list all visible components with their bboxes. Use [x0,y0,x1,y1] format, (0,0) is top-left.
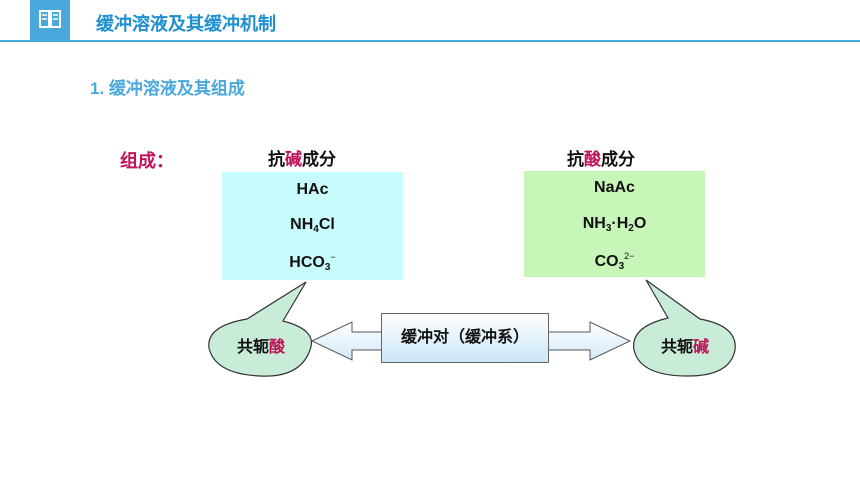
left-bubble [208,281,312,377]
anti-acid-heading-em: 酸 [584,150,601,169]
conjugate-acid-label: 共轭酸 [236,339,286,356]
buffer-pair-box: 缓冲对（缓冲系） [381,313,549,363]
section-title: 1. 缓冲溶液及其组成 [90,79,245,98]
anti-acid-box: NaAc NH3·H2O CO32− [524,171,705,277]
anti-base-item: NH4Cl [290,216,335,235]
anti-base-heading-em: 碱 [285,150,302,169]
anti-base-heading-post: 成分 [302,150,336,169]
anti-acid-item: NH3·H2O [582,215,647,234]
header-bar: 缓冲溶液及其缓冲机制 [0,0,860,42]
right-bubble [633,279,736,377]
anti-acid-item: CO32− [594,251,635,272]
anti-base-heading-pre: 抗 [268,150,285,169]
page-title: 缓冲溶液及其缓冲机制 [96,14,276,34]
anti-acid-heading: 抗酸成分 [567,145,635,170]
anti-base-heading: 抗碱成分 [268,145,336,170]
anti-acid-heading-post: 成分 [601,150,635,169]
anti-base-box: HAc NH4Cl HCO3− [222,172,403,280]
anti-base-item: HCO3− [289,252,336,273]
composition-label: 组成： [120,151,174,171]
anti-base-item: HAc [296,181,329,198]
anti-acid-heading-pre: 抗 [567,150,584,169]
open-book-icon [39,10,61,28]
anti-acid-item: NaAc [594,179,635,196]
header-icon-box [30,0,70,40]
conjugate-base-label: 共轭碱 [660,339,710,356]
